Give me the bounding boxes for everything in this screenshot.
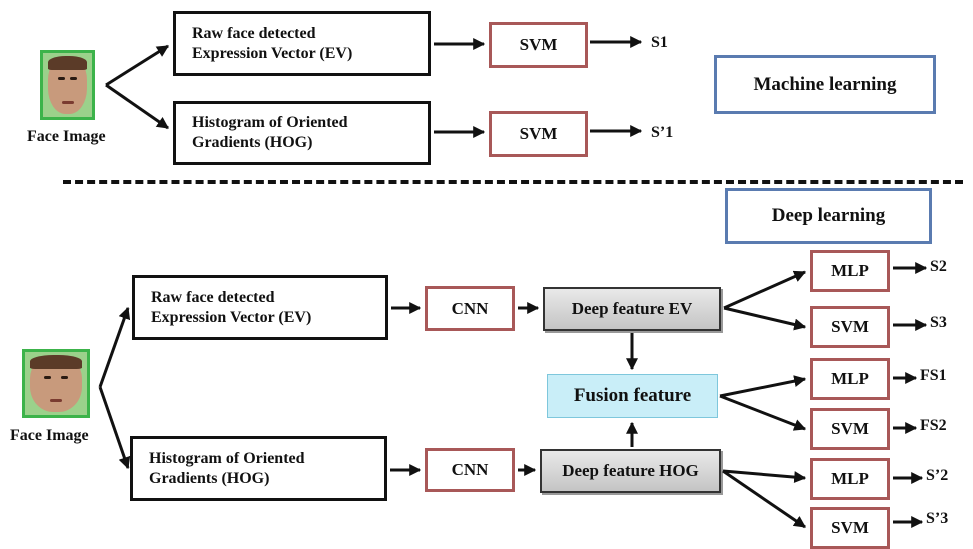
output-s2-prime: S’2 [926, 467, 949, 484]
output-s1-prime: S’1 [651, 124, 674, 141]
output-fs2: FS2 [920, 417, 947, 434]
output-s1: S1 [651, 34, 668, 51]
deep-feature-hog-box: Deep feature HOG [540, 449, 721, 493]
fusion-feature-box: Fusion feature [547, 374, 718, 418]
output-s2: S2 [930, 258, 947, 275]
cnn-box-1: CNN [425, 286, 515, 331]
arrow-deep-hog-to-svm3 [722, 469, 806, 529]
svm-box-1: SVM [489, 22, 588, 68]
arrow-fusion-to-mlp2 [719, 375, 807, 398]
arrow-fusion-to-svm2 [719, 394, 807, 431]
machine-learning-title: Machine learning [714, 55, 936, 114]
output-fs1: FS1 [920, 367, 947, 384]
classifier-mlp-2: MLP [810, 358, 890, 400]
arrow-face-to-hog-top [105, 83, 169, 130]
classifier-mlp-3: MLP [810, 458, 890, 500]
arrow-face-to-hog-bottom [98, 386, 131, 470]
classifier-svm-2: SVM [810, 408, 890, 450]
svm-box-2: SVM [489, 111, 588, 157]
arrow-deep-ev-to-mlp1 [723, 270, 807, 310]
face-image-label-top: Face Image [27, 128, 106, 145]
output-s3-prime: S’3 [926, 510, 949, 527]
face-image-top [40, 50, 95, 120]
face-image-bottom [22, 349, 90, 418]
deep-learning-title: Deep learning [725, 188, 932, 244]
arrow-deep-hog-to-mlp3 [722, 469, 807, 484]
output-s3: S3 [930, 314, 947, 331]
classifier-mlp-1: MLP [810, 250, 890, 292]
arrow-face-to-ev-top [105, 44, 170, 87]
arrow-face-to-ev-bottom [98, 306, 131, 388]
face-image-label-bottom: Face Image [10, 427, 89, 444]
deep-feature-ev-box: Deep feature EV [543, 287, 721, 331]
cnn-box-2: CNN [425, 448, 515, 492]
arrow-deep-ev-to-svm1 [723, 306, 807, 331]
classifier-svm-3: SVM [810, 507, 890, 549]
classifier-svm-1: SVM [810, 306, 890, 348]
section-divider [63, 180, 963, 184]
